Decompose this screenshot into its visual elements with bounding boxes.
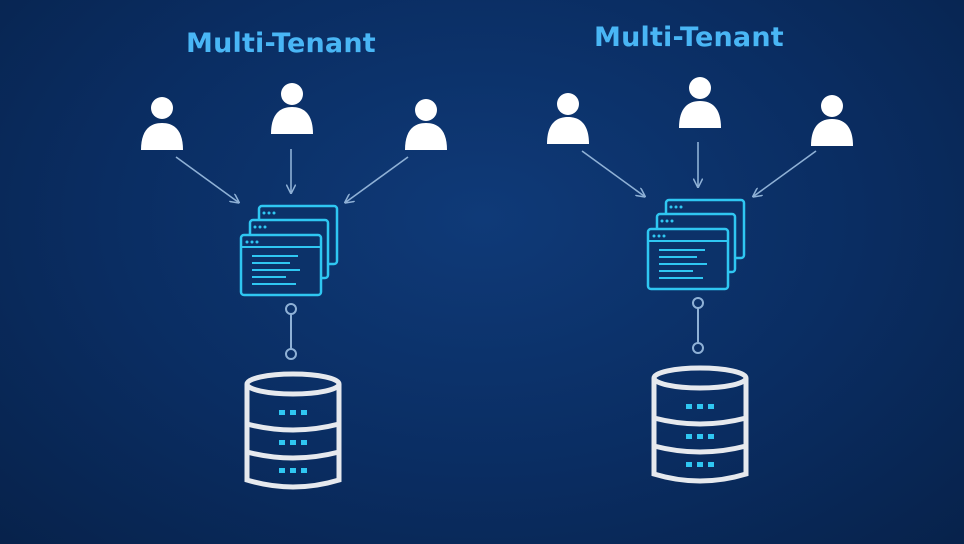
user-icon bbox=[679, 77, 721, 128]
connector-line bbox=[285, 303, 297, 360]
user-icon bbox=[271, 83, 313, 134]
panel-right-art bbox=[547, 77, 853, 484]
user-icon bbox=[141, 97, 183, 150]
panel-right: Multi-Tenant bbox=[482, 0, 964, 544]
connector-line bbox=[692, 297, 704, 354]
database-leds bbox=[686, 404, 714, 467]
user-icon bbox=[405, 99, 447, 150]
arrow-icon bbox=[581, 150, 644, 196]
arrow-icon bbox=[754, 150, 817, 196]
arrow-icon bbox=[175, 156, 238, 202]
panel-left: Multi-Tenant bbox=[141, 28, 447, 490]
database-icon bbox=[244, 371, 342, 490]
app-window-icon bbox=[239, 204, 339, 297]
user-icon bbox=[547, 93, 589, 144]
database-leds bbox=[279, 410, 307, 473]
panel-title: Multi-Tenant bbox=[186, 28, 376, 59]
user-icon bbox=[811, 95, 853, 146]
app-window-icon bbox=[646, 198, 746, 291]
panel-title: Multi-Tenant bbox=[594, 22, 784, 53]
arrow-icon bbox=[346, 156, 409, 202]
database-icon bbox=[651, 365, 749, 484]
panel-left-art bbox=[141, 83, 447, 490]
